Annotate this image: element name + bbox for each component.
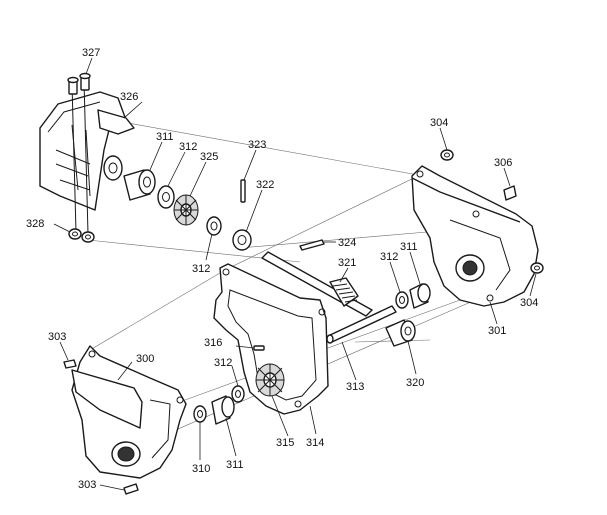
callout-312: 312 xyxy=(214,357,232,369)
callout-328: 328 xyxy=(26,218,44,230)
bracket-326 xyxy=(39,79,135,235)
callout-311: 311 xyxy=(226,459,244,471)
leader-lines xyxy=(53,57,537,491)
bushing-311-top xyxy=(123,169,156,201)
callout-314: 314 xyxy=(306,437,324,449)
bushing-311-lower xyxy=(211,395,235,425)
nut-304-right xyxy=(530,262,544,274)
washer-322 xyxy=(232,229,252,251)
nut-304-top xyxy=(440,149,454,161)
screw-327 xyxy=(67,72,91,95)
callout-312: 312 xyxy=(179,141,197,153)
washer-310 xyxy=(193,405,207,423)
washer-312-lower xyxy=(206,216,222,236)
key-316 xyxy=(253,345,265,351)
housing-301 xyxy=(411,165,539,307)
callout-316: 316 xyxy=(204,337,222,349)
callout-304: 304 xyxy=(430,117,448,129)
housing-300 xyxy=(71,345,187,479)
washer-312-right xyxy=(395,291,409,309)
callout-326: 326 xyxy=(120,91,138,103)
pin-323 xyxy=(240,179,246,203)
callout-304: 304 xyxy=(520,297,538,309)
callout-311: 311 xyxy=(156,131,174,143)
callout-324: 324 xyxy=(338,237,356,249)
gear-325 xyxy=(173,194,199,226)
screw-303-top xyxy=(63,359,77,369)
worm-shaft-321 xyxy=(261,251,373,317)
nut-328 xyxy=(68,228,95,243)
callout-306: 306 xyxy=(494,157,512,169)
callout-321: 321 xyxy=(338,257,356,269)
callout-322: 322 xyxy=(256,179,274,191)
callout-301: 301 xyxy=(488,325,506,337)
bushing-311-right xyxy=(409,283,431,309)
callout-labels: 327 326 311 312 325 323 322 312 324 321 … xyxy=(26,47,538,491)
bushing-320 xyxy=(385,319,416,347)
callout-323: 323 xyxy=(248,139,266,151)
callout-327: 327 xyxy=(82,47,100,59)
washer-312-top xyxy=(157,185,175,209)
callout-303: 303 xyxy=(48,331,66,343)
washer-312-gear xyxy=(231,385,245,403)
key-324 xyxy=(299,239,325,251)
callout-303: 303 xyxy=(78,479,96,491)
callout-315: 315 xyxy=(276,437,294,449)
screw-303-bottom xyxy=(123,483,139,495)
callout-312: 312 xyxy=(192,263,210,275)
callout-325: 325 xyxy=(200,151,218,163)
callout-310: 310 xyxy=(192,463,210,475)
callout-311: 311 xyxy=(400,241,418,253)
gear-315 xyxy=(255,363,285,397)
callout-320: 320 xyxy=(406,377,424,389)
washer xyxy=(103,155,123,181)
callout-312: 312 xyxy=(380,251,398,263)
fitting-306 xyxy=(503,185,517,201)
callout-313: 313 xyxy=(346,381,364,393)
callout-300: 300 xyxy=(136,353,154,365)
